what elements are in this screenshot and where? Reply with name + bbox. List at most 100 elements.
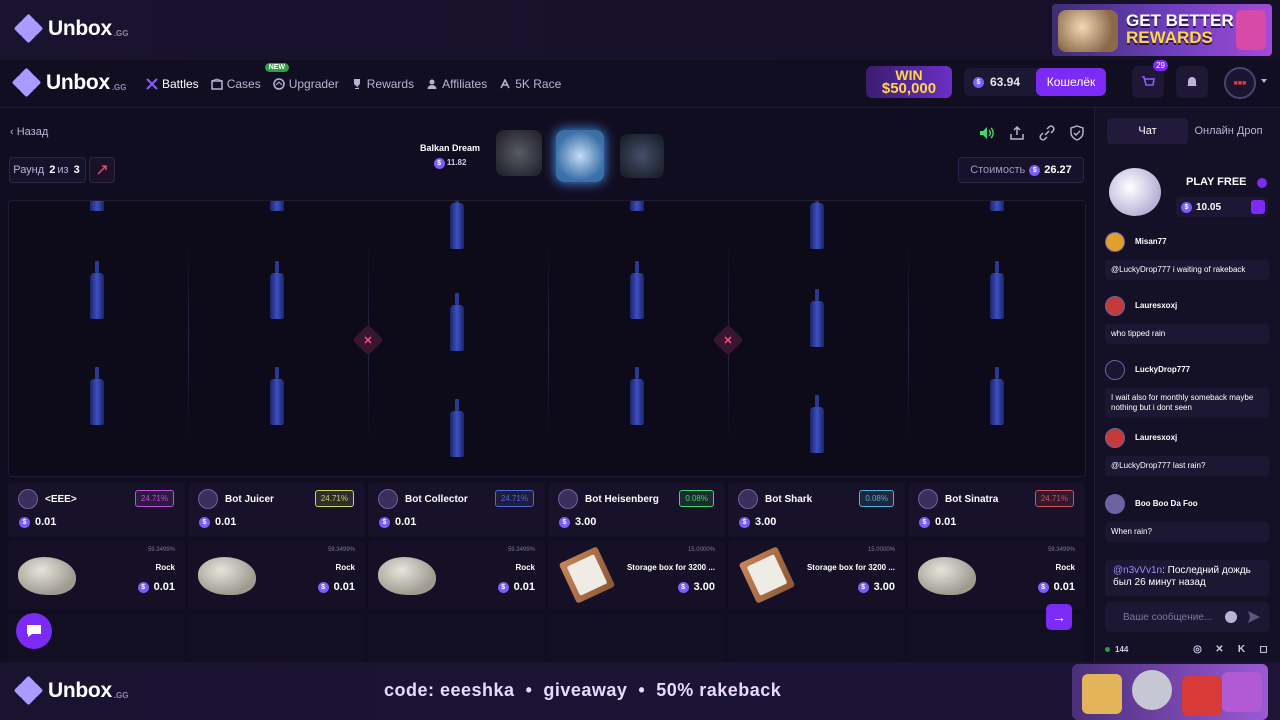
player-total: $0.01: [379, 516, 416, 528]
chat-user-avatar[interactable]: [1105, 494, 1125, 514]
reel-column: [909, 201, 1085, 476]
cost-label: Стоимость: [970, 164, 1026, 176]
rain-mention[interactable]: @n3vVv1n: [1113, 565, 1163, 576]
team-separator-icon: ✕: [712, 324, 744, 356]
player-card[interactable]: <EEE>24.71%$0.01: [8, 483, 185, 537]
battle-mode-button[interactable]: [89, 157, 115, 183]
nav-label: Cases: [226, 77, 261, 91]
drop-card[interactable]: 15.0000%Storage box for 3200 ...$3.00: [548, 541, 725, 609]
drop-card[interactable]: 59.3499%Rock$0.01: [188, 541, 365, 609]
tab-online-drop[interactable]: Онлайн Дроп: [1194, 125, 1263, 137]
balance-widget: $ 63.94 Кошелёк: [964, 68, 1106, 96]
rewards-banner[interactable]: GET BETTER REWARDS: [1052, 4, 1272, 56]
send-icon[interactable]: [1247, 610, 1261, 624]
drop-card[interactable]: 59.3499%Rock$0.01: [908, 541, 1085, 609]
player-avatar: [918, 489, 938, 509]
drop-name: Storage box for 3200 ...: [626, 563, 715, 572]
chat-username[interactable]: Misan77: [1135, 237, 1167, 246]
case-name: Balkan Dream: [419, 143, 481, 153]
nav-label: Battles: [162, 77, 199, 91]
round-prefix: Раунд: [13, 164, 45, 176]
nav-upgrader[interactable]: Upgrader NEW: [264, 63, 339, 91]
nav-affiliates[interactable]: Affiliates: [426, 77, 487, 91]
drop-name: Rock: [155, 563, 175, 572]
user-avatar[interactable]: ■■■: [1224, 67, 1256, 99]
sound-icon[interactable]: [978, 124, 996, 142]
upgrade-icon: [272, 78, 285, 90]
emoji-icon[interactable]: [1225, 611, 1237, 623]
player-win-chance: 0.08%: [679, 490, 714, 507]
open-chat-button[interactable]: [16, 613, 52, 649]
cart-button[interactable]: 29: [1132, 60, 1168, 98]
player-total: $0.01: [919, 516, 956, 528]
chat-input[interactable]: Ваше сообщение...: [1105, 602, 1269, 632]
nav-battles[interactable]: Battles: [146, 77, 199, 91]
chat-user-avatar[interactable]: [1105, 296, 1125, 316]
notifications-button[interactable]: [1176, 66, 1208, 98]
logo-text: Unbox: [48, 17, 112, 40]
kick-icon[interactable]: K: [1237, 644, 1246, 655]
x-icon[interactable]: ✕: [1215, 644, 1224, 655]
cake-icon: [1058, 10, 1118, 52]
drop-card[interactable]: 15.0000%Storage box for 3200 ...$3.00: [728, 541, 905, 609]
case-image-next[interactable]: [620, 134, 664, 178]
player-total-value: 0.01: [395, 516, 417, 528]
discord-icon[interactable]: ◎: [1193, 644, 1202, 655]
battle-actions: [978, 124, 1086, 142]
chat-user-avatar[interactable]: [1105, 360, 1125, 380]
social-links: ◎ ✕ K ◻: [1192, 644, 1269, 655]
wallet-button[interactable]: Кошелёк: [1036, 68, 1106, 96]
chat-panel: Чат Онлайн Дроп PLAY FREE $ 10.05 Misan7…: [1094, 108, 1280, 662]
drop-value: $3.00: [677, 581, 715, 593]
logo-mark-icon: [11, 67, 42, 98]
play-free-widget[interactable]: PLAY FREE $ 10.05: [1109, 168, 1269, 220]
case-image-previous[interactable]: [496, 130, 542, 176]
chat-username[interactable]: Lauresxoxj: [1135, 433, 1178, 442]
rock-item-icon: [198, 557, 256, 595]
drop-value: $0.01: [497, 581, 535, 593]
chat-user-avatar[interactable]: [1105, 428, 1125, 448]
storage-box-item-icon: [558, 546, 616, 604]
player-avatar: [558, 489, 578, 509]
coin-icon: $: [497, 581, 509, 593]
back-link[interactable]: ‹ Назад: [10, 126, 48, 138]
tab-chat[interactable]: Чат: [1107, 118, 1188, 144]
nav-rewards[interactable]: Rewards: [351, 77, 414, 91]
reel-column: [9, 201, 189, 476]
shield-check-icon[interactable]: [1068, 124, 1086, 142]
chat-bubble-icon: [27, 625, 41, 637]
win-banner-line1: WIN: [895, 67, 923, 83]
info-icon[interactable]: [1257, 178, 1267, 188]
gift-icon[interactable]: [1251, 200, 1265, 214]
player-total: $3.00: [559, 516, 596, 528]
link-icon[interactable]: [1038, 124, 1056, 142]
drop-card[interactable]: 59.3499%Rock$0.01: [8, 541, 185, 609]
site-logo[interactable]: Unbox .GG: [11, 67, 127, 98]
nav-cases[interactable]: Cases: [210, 77, 261, 91]
logo-tld: .GG: [113, 690, 129, 700]
empty-drop-slot: [728, 614, 905, 662]
instagram-icon[interactable]: ◻: [1259, 644, 1268, 655]
chat-user-avatar[interactable]: [1105, 232, 1125, 252]
chat-input-placeholder: Ваше сообщение...: [1123, 611, 1213, 623]
drop-card[interactable]: 59.3499%Rock$0.01: [368, 541, 545, 609]
win-banner[interactable]: WIN $50,000: [866, 66, 952, 98]
chat-username[interactable]: Boo Boo Da Foo: [1135, 499, 1198, 508]
chevron-down-icon[interactable]: [1261, 79, 1267, 83]
promo-art: [1072, 664, 1268, 720]
case-image-current[interactable]: [556, 130, 604, 182]
bottle-item-icon: [270, 261, 284, 319]
nav-label: Affiliates: [442, 77, 488, 91]
drop-name: Rock: [515, 563, 535, 572]
chat-username[interactable]: LuckyDrop777: [1135, 365, 1191, 374]
next-arrow-button[interactable]: →: [1046, 604, 1072, 630]
share-icon[interactable]: [1008, 124, 1026, 142]
nav-5k-race[interactable]: 5K Race: [499, 77, 561, 91]
chat-username[interactable]: Lauresxoxj: [1135, 301, 1178, 310]
